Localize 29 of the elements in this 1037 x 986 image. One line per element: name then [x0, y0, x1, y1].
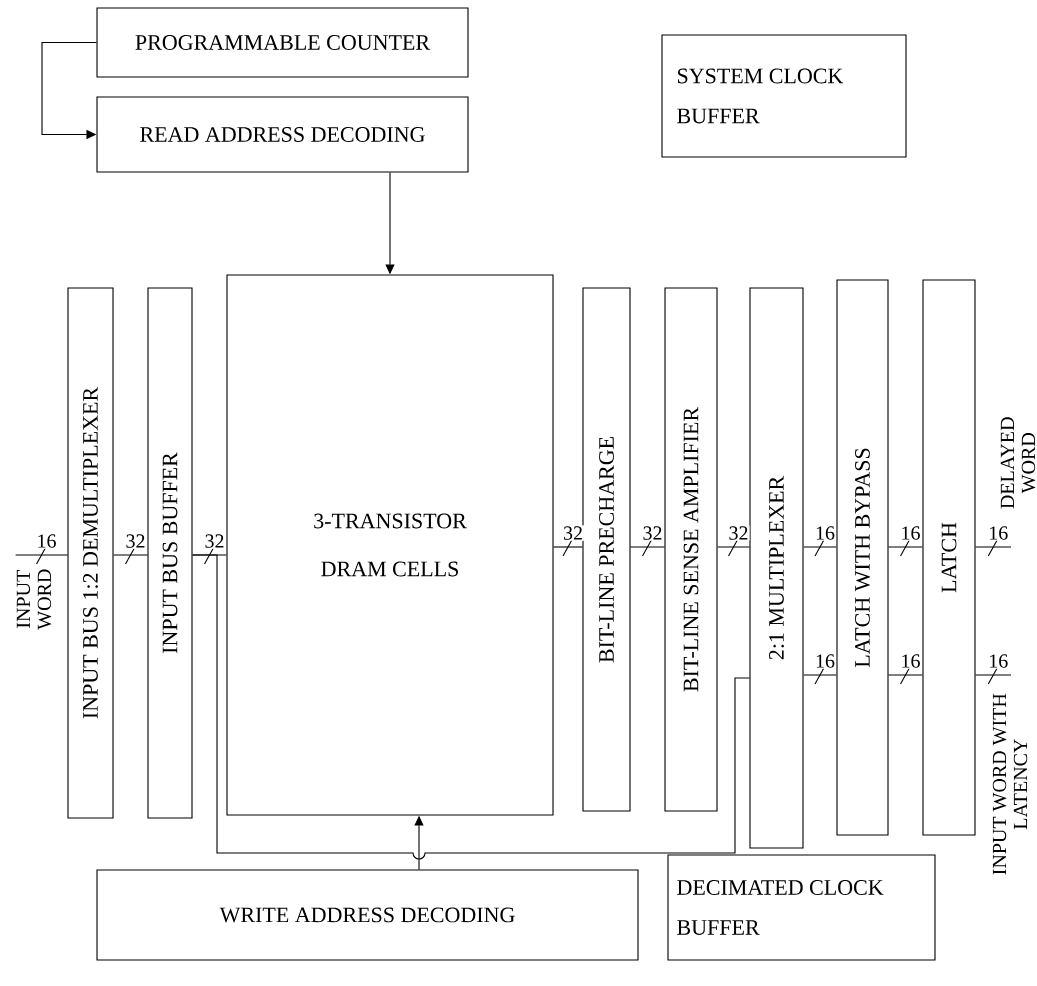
bus-width-label: 32	[124, 533, 147, 549]
block-box: BIT-LINE PRECHARGE	[582, 287, 631, 812]
bus-width-label: 16	[814, 525, 836, 541]
block-box: PROGRAMMABLE COUNTER	[96, 7, 469, 78]
connector-line	[192, 554, 750, 860]
block-box: SYSTEM CLOCK BUFFER	[661, 34, 907, 158]
bus-width-label: 16	[814, 653, 836, 669]
block-box: LATCH WITH BYPASS	[836, 279, 889, 836]
block-box: BIT-LINE SENSE AMPLIFIER	[664, 287, 718, 812]
block-box: LATCH	[922, 279, 976, 836]
block-box: READ ADDRESS DECODING	[96, 96, 469, 173]
signal-label: DELAYED WORD	[1000, 417, 1036, 509]
block-box: INPUT BUS BUFFER	[147, 287, 193, 819]
block-box: INPUT BUS 1:2 DEMULTIPLEXER	[67, 287, 114, 819]
bus-width-label: 32	[562, 525, 584, 541]
block-box: 3-TRANSISTOR DRAM CELLS	[226, 274, 554, 816]
block-box: 2:1 MULTIPLEXER	[749, 287, 804, 849]
bus-width-label: 16	[899, 653, 922, 669]
bus-width-label: 32	[203, 533, 226, 549]
bus-width-label: 16	[899, 525, 922, 541]
block-box: WRITE ADDRESS DECODING	[96, 869, 639, 961]
signal-label: INPUT WORD	[16, 569, 52, 630]
bus-width-label: 32	[727, 525, 750, 541]
bus-width-label: 16	[987, 653, 1010, 669]
bus-width-label: 32	[641, 525, 664, 541]
bus-width-label: 16	[35, 533, 58, 549]
signal-label: INPUT WORD WITH LATENCY	[992, 693, 1028, 875]
bus-width-label: 16	[987, 525, 1010, 541]
block-box: DECIMATED CLOCK BUFFER	[667, 854, 936, 961]
